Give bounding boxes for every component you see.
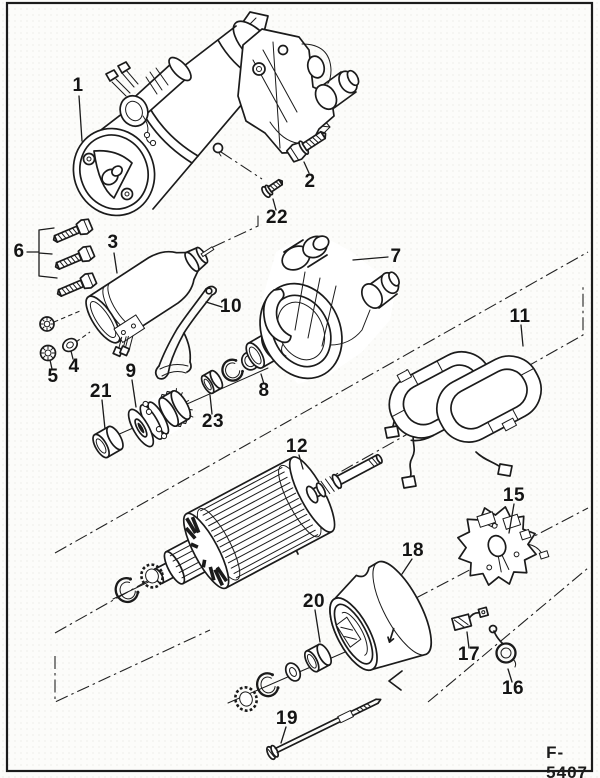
part-label-6: 6	[13, 241, 25, 262]
part-label-9: 9	[125, 361, 137, 382]
dust-cover-clip	[262, 288, 292, 344]
figure-border-frame	[5, 1, 594, 773]
shift-fork-10	[154, 285, 218, 380]
part-label-18: 18	[401, 540, 425, 561]
end-cap-18	[329, 560, 433, 672]
brush-holder-plate-15	[457, 506, 550, 586]
drive-end-housing-7	[259, 235, 400, 384]
terminal-nut-5	[39, 344, 57, 362]
solenoid-bolts-6	[52, 218, 98, 297]
part-label-12: 12	[285, 436, 309, 457]
through-bolt-19	[266, 698, 382, 761]
part-label-7: 7	[390, 246, 402, 267]
part-label-23: 23	[201, 411, 225, 432]
field-coil-11	[384, 350, 542, 489]
pinion-clutch-assembly-9	[125, 386, 194, 449]
figure-reference-code: F-5407	[546, 743, 588, 778]
shaft-lock-washer	[140, 563, 164, 589]
part-label-20: 20	[302, 591, 326, 612]
snap-ring	[221, 358, 244, 382]
washer-4	[61, 337, 79, 353]
part-label-16: 16	[501, 678, 525, 699]
part-label-11: 11	[509, 306, 531, 327]
part-label-1: 1	[72, 75, 84, 96]
lock-washer	[234, 686, 258, 712]
spring-washer	[256, 672, 280, 698]
part-label-5: 5	[47, 366, 59, 387]
pinion-bushing-23	[200, 369, 224, 395]
part-label-8: 8	[258, 380, 270, 401]
part-label-4: 4	[68, 356, 80, 377]
terminal-nut-upper	[39, 316, 55, 332]
mounted-solenoid	[105, 56, 192, 147]
part-label-2: 2	[304, 171, 316, 192]
end-cap-bushing-20	[303, 643, 333, 673]
stop-collar-21	[92, 425, 124, 459]
shaft-c-ring	[114, 577, 140, 604]
starter-motor-assembly	[72, 11, 360, 217]
thrust-washer	[284, 662, 302, 682]
carbon-brush-17	[451, 606, 490, 632]
part-label-15: 15	[502, 485, 526, 506]
set-screw-22	[261, 178, 284, 199]
part-label-3: 3	[107, 232, 119, 253]
housing-screw-hole	[212, 142, 224, 154]
part-label-22: 22	[265, 207, 289, 228]
drive-end-bracket	[237, 28, 360, 154]
part-label-19: 19	[275, 708, 299, 729]
armature-12	[152, 453, 383, 590]
part-label-21: 21	[89, 381, 113, 402]
brush-spring-16	[488, 624, 517, 668]
solenoid-switch-3	[85, 246, 215, 358]
part-label-17: 17	[457, 644, 481, 665]
mounting-bolt-2	[285, 130, 327, 163]
callout-leader-lines	[26, 95, 524, 744]
part-label-10: 10	[219, 296, 243, 317]
